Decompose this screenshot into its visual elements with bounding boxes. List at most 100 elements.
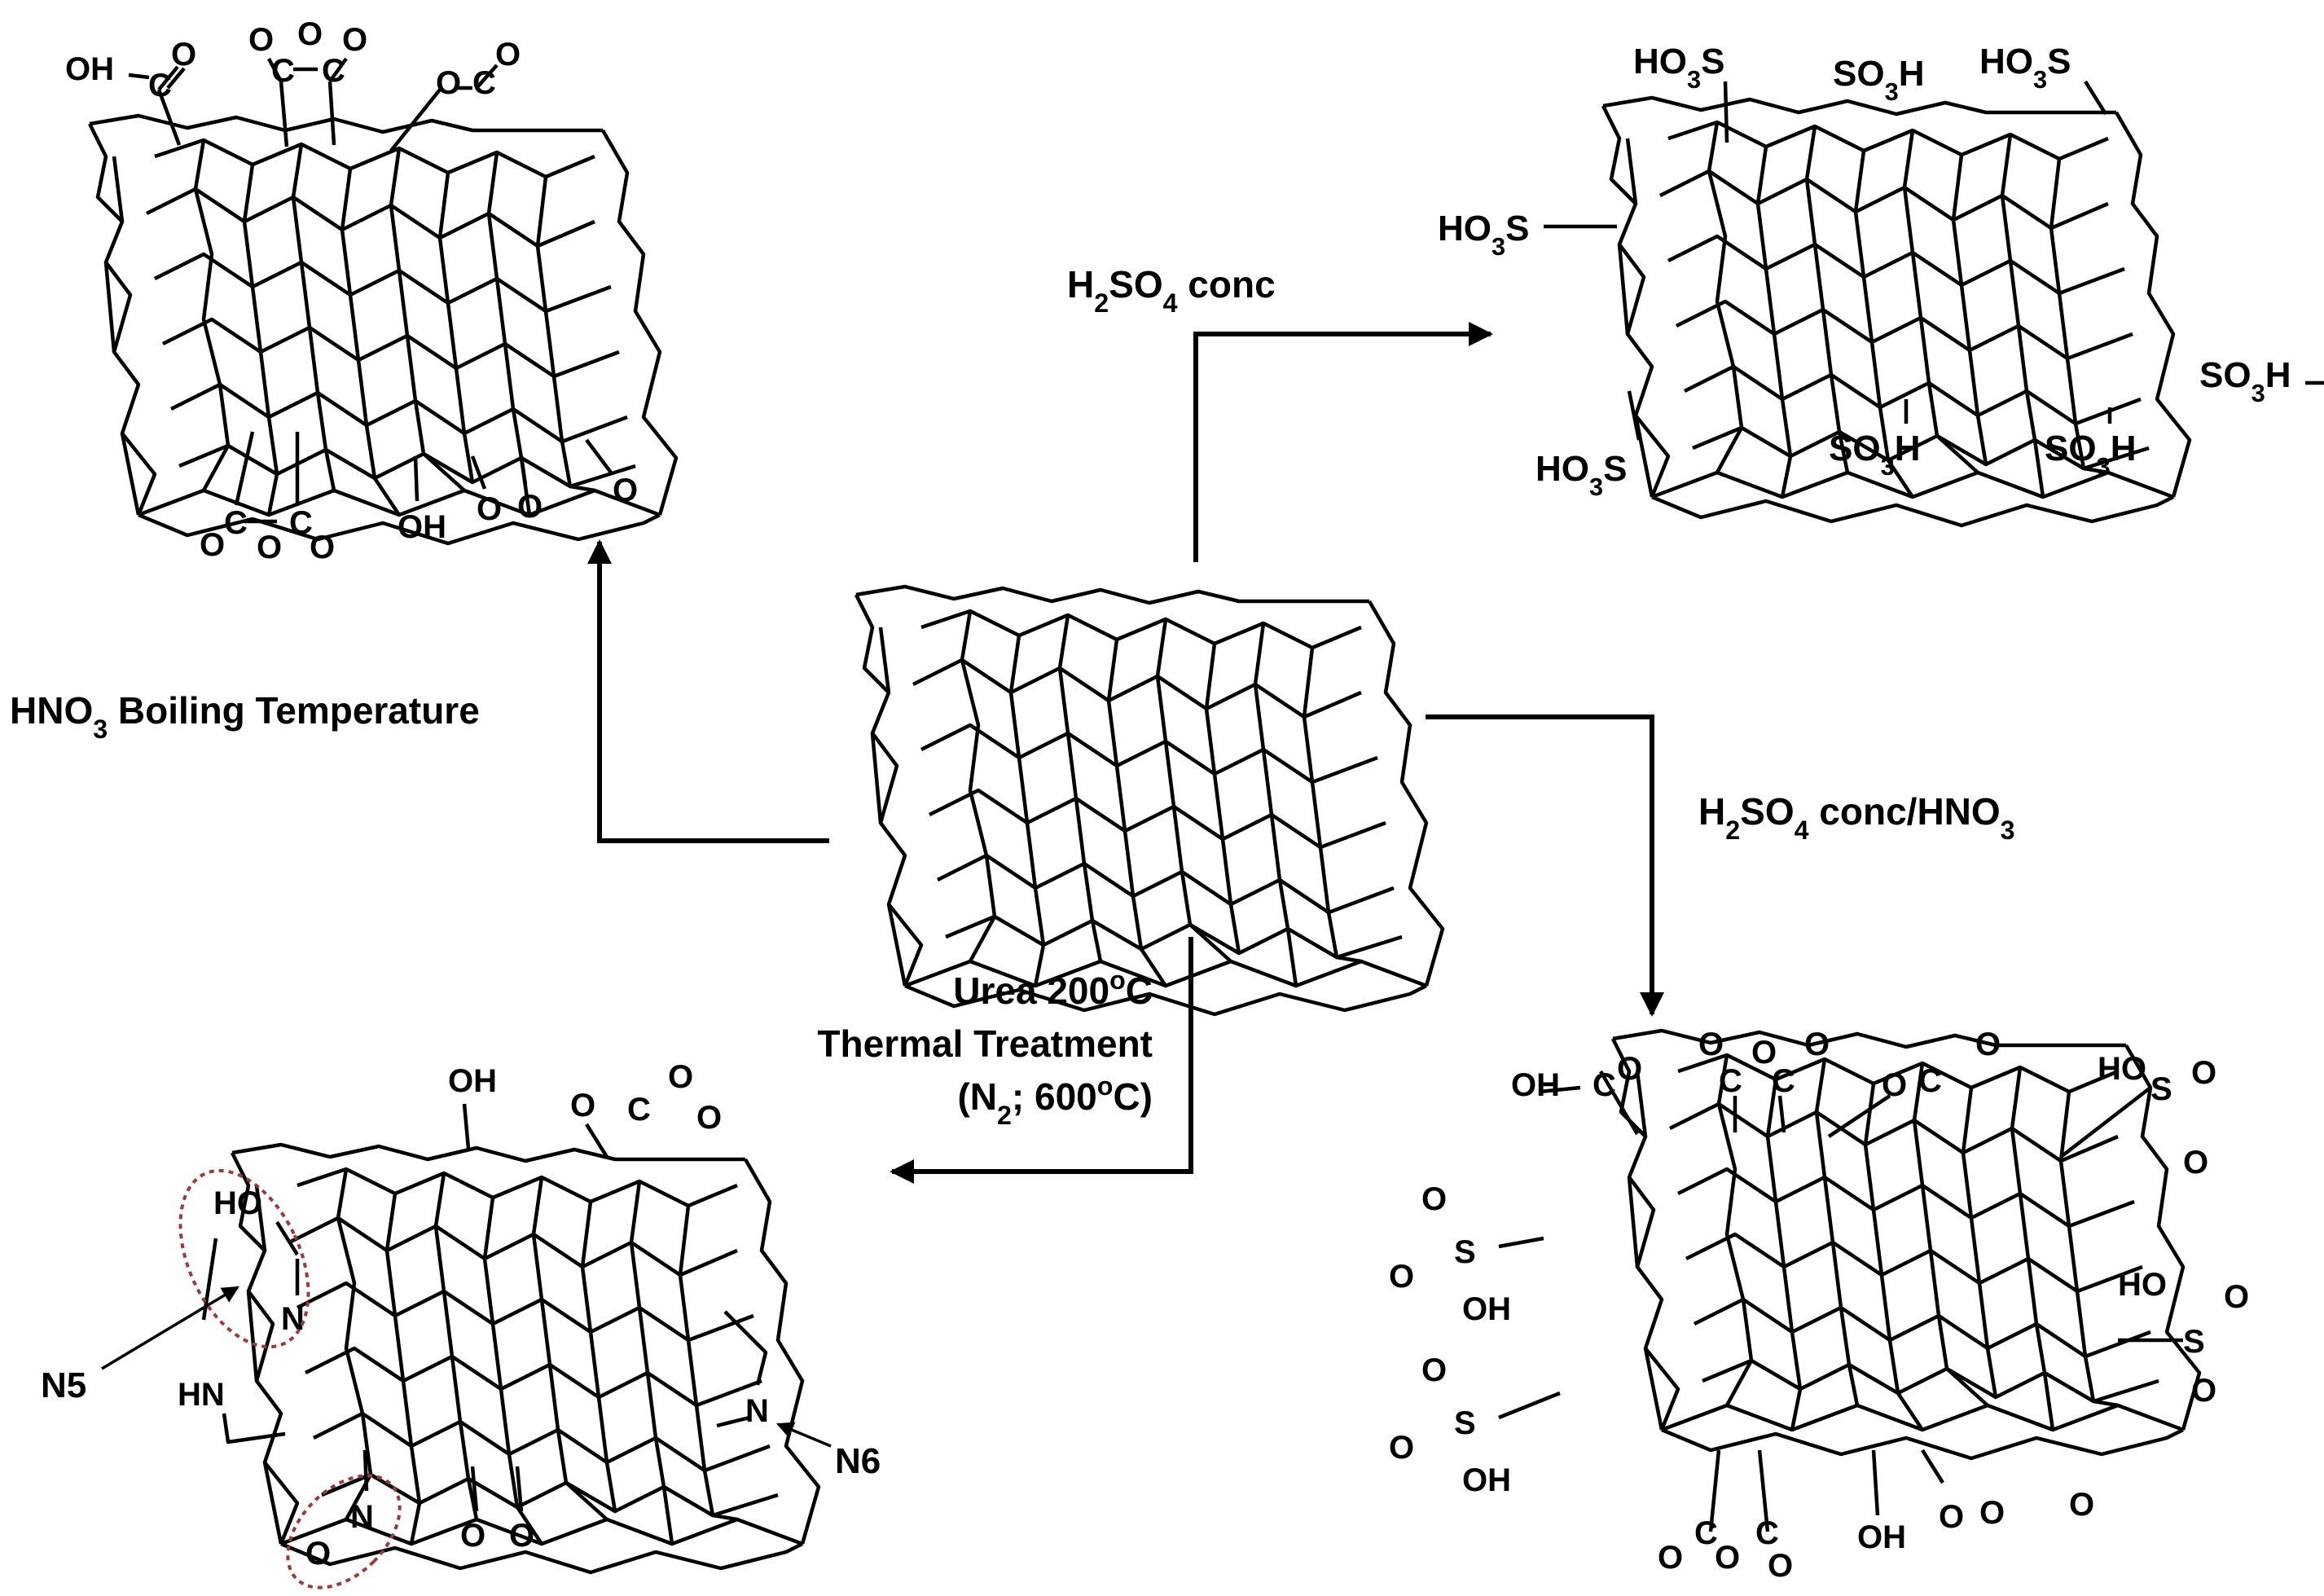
label-urea-line3: (N2; 600oC) [957,1071,1153,1130]
oxidized-o1: O [171,37,196,73]
oxidized-oh-carboxyl: OH [65,51,114,87]
ndoped-oh-top: OH [448,1063,497,1099]
mixed-o9: O [1421,1181,1447,1217]
oxidized-c3: C [322,53,345,89]
label-urea: Urea 200oC Thermal Treatment (N2; 600oC) [817,965,1153,1130]
mixed-o20: O [2069,1487,2094,1523]
mixed-s-left-lower: S [1454,1405,1476,1441]
label-urea-line2: Thermal Treatment [817,1022,1153,1065]
ndoped-o-nitroso: O [305,1536,331,1572]
label-mixed: H2SO4 conc/HNO3 [1698,790,2015,845]
nitrogen-doped-groups: OH O C O O HO N HN N O O O N N5 N6 [41,1059,881,1589]
mixed-o3: O [1751,1035,1777,1071]
mixed-s-left-upper: S [1454,1234,1476,1270]
oxidized-c6: C [289,505,313,541]
oxidized-c2: C [271,53,295,89]
mixed-o11: O [2224,1279,2249,1315]
mixed-c6: C [1755,1515,1779,1551]
nanotube-pristine [856,587,1443,1014]
annotation-n5: N5 [41,1365,86,1405]
oxidized-o12: O [613,473,638,508]
label-urea-line1: Urea 200oC [953,965,1153,1012]
oxidized-c1: C [148,68,172,103]
oxidized-o8: O [257,530,282,565]
ndoped-c1: C [627,1092,651,1128]
sulfonated-so3h-right: SO3H [2199,355,2291,407]
mixed-c5: C [1694,1515,1718,1551]
mixed-o5: O [1882,1067,1907,1103]
oxidized-o6: O [495,37,521,73]
ndoped-n-pyrrolic-right: N [745,1393,769,1429]
oxidized-c5: C [224,505,248,541]
nanotube-oxidized [90,116,676,543]
mixed-ho-top-right: HO [2098,1051,2146,1087]
annotation-n6: N6 [835,1441,881,1481]
arrow-to-oxidized [587,539,829,843]
oxidized-o2: O [297,16,323,52]
mixed-o15: O [1658,1540,1683,1576]
mixed-acid-groups: OH C O C C O O O O C O HO S O O O S O OH… [1389,1027,2249,1584]
mixed-o19: O [1979,1495,2005,1531]
ndoped-hn: HN [178,1377,225,1413]
mixed-oh-left-lower: OH [1462,1462,1511,1498]
mixed-oh-left-upper: OH [1462,1291,1511,1327]
oxidized-o9: O [310,530,335,565]
oxidized-o3: O [248,22,274,58]
mixed-s-top-right: S [2150,1071,2172,1107]
arrow-to-sulfonated [1193,322,1493,562]
mixed-c3: C [1772,1063,1795,1099]
oxidized-oh-phenol: OH [398,509,446,545]
arrow-to-nitrogen-doped [890,937,1193,1184]
label-nitric: HNO3 Boiling Temperature [10,689,480,744]
arrow-to-mixed-acid [1426,714,1664,1017]
mixed-o14: O [1389,1430,1414,1466]
oxidized-groups: OH C O C O C O O O C O C C O O O OH O O … [65,16,638,565]
ndoped-o4: O [460,1518,485,1554]
mixed-o10: O [1389,1259,1414,1295]
oxidized-o11: O [517,489,543,525]
nanotube-nitrogen-doped [232,1145,819,1572]
mixed-o8: O [2183,1145,2208,1181]
highlight-n5 [178,1168,310,1349]
mixed-s-right: S [2183,1324,2205,1360]
ndoped-o5: O [509,1518,534,1554]
ndoped-ho: HO [213,1185,262,1221]
mixed-c2: C [1719,1063,1742,1099]
sulfonated-ho3s-top-right: HO3S [1979,42,2071,94]
mixed-o16: O [1715,1540,1740,1576]
mixed-o13: O [1421,1352,1447,1388]
mixed-o6: O [1975,1027,2001,1062]
mixed-c4: C [1918,1063,1942,1099]
mixed-c1: C [1593,1067,1616,1103]
sulfonated-so3h-bottom-right: SO3H [2045,429,2137,481]
mixed-oh-bottom: OH [1857,1519,1906,1555]
oxidized-o4: O [342,22,367,58]
sulfonated-ho3s-bottom-left: HO3S [1535,449,1628,501]
mixed-o1: O [1617,1051,1642,1087]
ndoped-o2: O [668,1059,693,1095]
ndoped-n-nitroso: N [350,1499,374,1535]
mixed-o17: O [1768,1548,1793,1584]
reaction-arrows [587,322,1664,1184]
sulfonated-ho3s-left: HO3S [1438,209,1530,261]
oxidized-c4: C [472,65,496,101]
mixed-o7: O [2191,1055,2216,1091]
mixed-oh-carboxyl: OH [1511,1067,1560,1103]
oxidized-o7: O [200,527,225,563]
mixed-o18: O [1939,1499,1964,1535]
mixed-ho-right: HO [2118,1267,2167,1303]
sulfonated-ho3s-top-left: HO3S [1633,42,1725,94]
pointer-n5 [101,1286,239,1370]
oxidized-o10: O [477,491,502,527]
mixed-o4: O [1804,1027,1830,1062]
mixed-o12: O [2191,1373,2216,1409]
ndoped-n-pyridinic: N [281,1301,305,1337]
oxidized-o5: O [436,65,461,101]
ndoped-o1: O [570,1088,595,1123]
pointer-n6 [776,1422,832,1448]
ndoped-o3: O [696,1100,722,1136]
highlight-nitroso [286,1474,402,1589]
mixed-o2: O [1698,1027,1724,1062]
label-sulfuric: H2SO4 conc [1067,263,1276,318]
